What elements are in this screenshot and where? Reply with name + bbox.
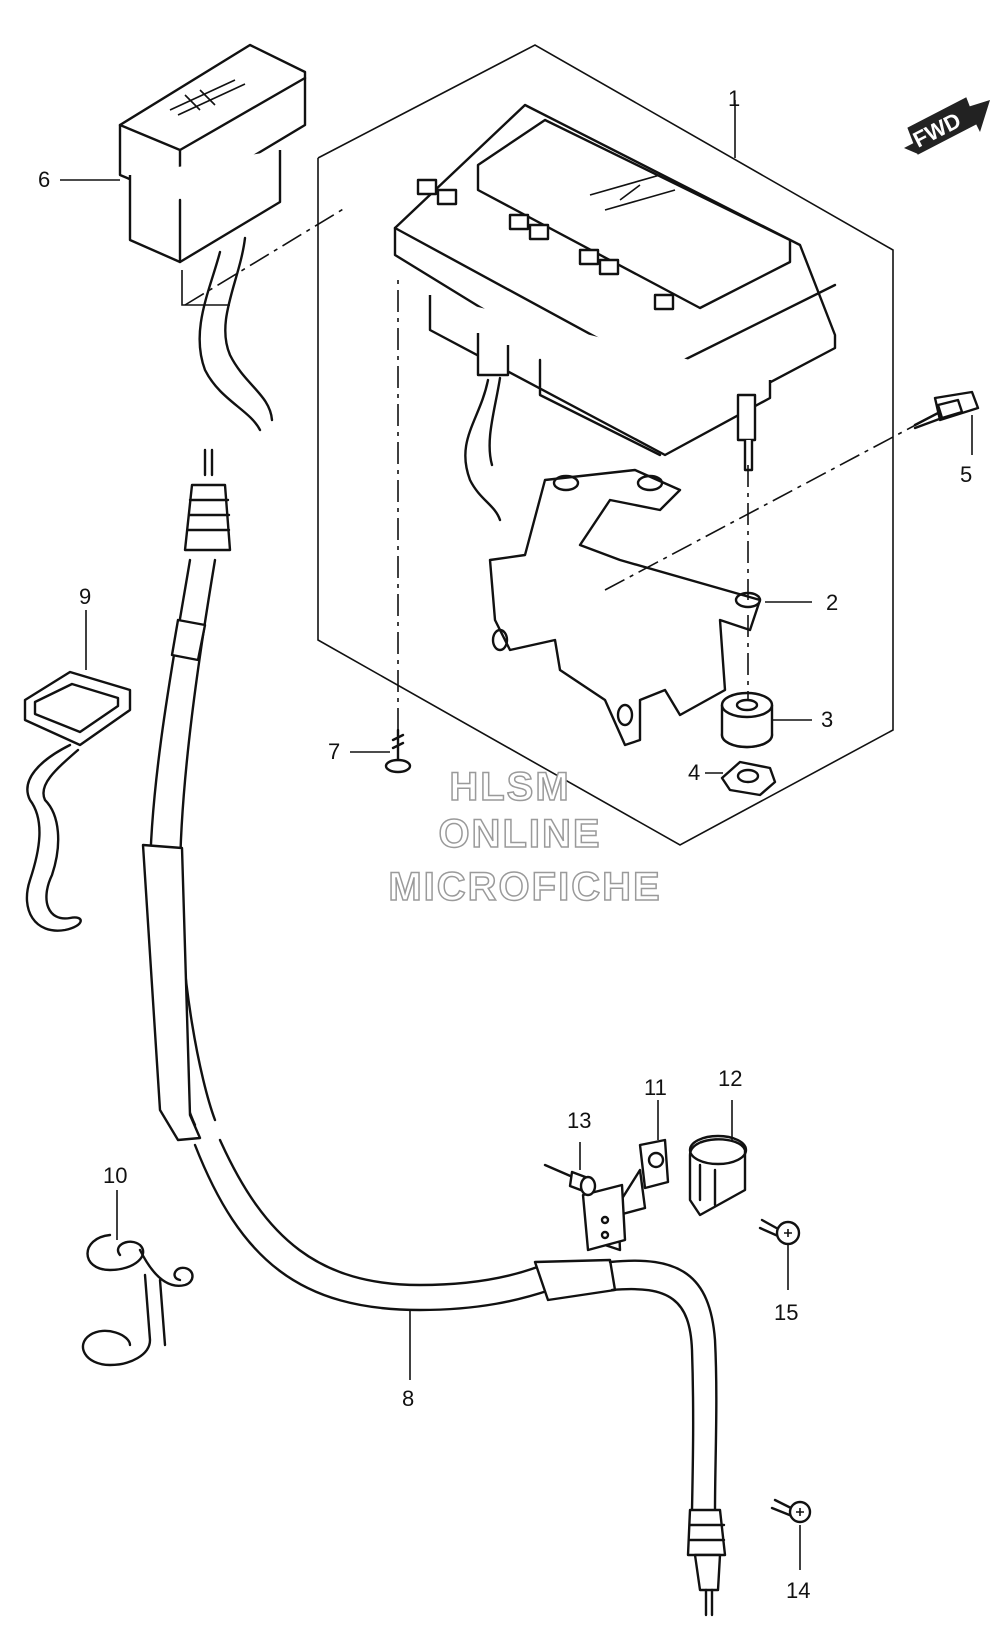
watermark-line-2: ONLINE [438,811,602,857]
callout-7: 7 [328,739,341,764]
part-13-rivet [543,1163,597,1197]
callout-6: 6 [38,167,51,192]
part-8-cable [141,448,727,1617]
callout-14: 14 [786,1578,811,1603]
watermark-line-1: HLSM [449,764,571,810]
part-9-wire-clip [23,670,132,932]
callout-10: 10 [103,1163,128,1188]
callout-3: 3 [821,707,834,732]
watermark-line-3: MICROFICHE [388,864,662,910]
callout-15: 15 [774,1300,799,1325]
part-12-clamp [688,1134,748,1217]
part-4-nut [720,760,777,797]
part-2-bracket [488,468,762,747]
assembly-lines [184,207,926,730]
part-11-bracket [581,1138,670,1252]
part-10-wire-clip [81,1233,194,1367]
fwd-arrow-icon: FWD [904,97,990,155]
part-3-grommet [720,691,774,749]
part-1-meter [393,103,837,522]
part-15-screw [758,1218,801,1246]
callout-8: 8 [402,1386,415,1411]
part-5-bolt [913,390,980,430]
part-14-screw [770,1498,812,1524]
callout-13: 13 [567,1108,592,1133]
part-7-screw [384,728,412,774]
callout-5: 5 [960,462,973,487]
callout-4: 4 [688,760,701,785]
callout-1: 1 [728,86,741,111]
part-6-display-unit [118,43,307,432]
callout-2: 2 [826,590,839,615]
callout-11: 11 [644,1075,667,1100]
assembly-box-outline [317,44,894,846]
callout-12: 12 [718,1066,743,1091]
callout-9: 9 [79,584,92,609]
leader-lines [60,100,973,1570]
